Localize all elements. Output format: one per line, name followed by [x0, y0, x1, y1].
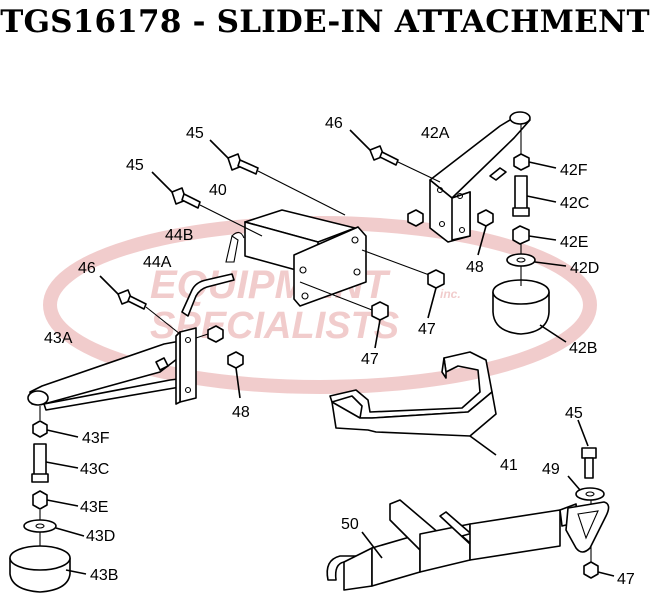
part-41-strap	[329, 351, 497, 456]
label-46-left: 46	[78, 260, 96, 277]
label-42d: 42D	[570, 260, 599, 277]
part-49-washer	[567, 475, 605, 501]
part-47-nut-a	[427, 269, 445, 289]
part-45-bolt-upper	[209, 139, 346, 216]
label-41: 41	[500, 457, 518, 474]
part-45-bolt-right	[577, 419, 597, 479]
labels: 45 45 46 46 40 44B 44A 42A 42F 42C 42E 4…	[44, 115, 635, 588]
label-43f: 43F	[82, 430, 110, 447]
label-47-b: 47	[361, 351, 379, 368]
label-42e: 42E	[560, 234, 588, 251]
page-title: TGS16178 - SLIDE-IN ATTACHMENT	[0, 4, 650, 40]
label-45-left: 45	[126, 157, 144, 174]
label-42a: 42A	[421, 125, 450, 142]
label-48-upper: 48	[466, 259, 484, 276]
label-40: 40	[209, 182, 227, 199]
label-50: 50	[341, 516, 359, 533]
label-42f: 42F	[560, 162, 588, 179]
part-50-ratchet-strap	[326, 499, 610, 591]
label-43e: 43E	[80, 499, 108, 516]
label-48-lower: 48	[232, 404, 250, 421]
label-43d: 43D	[86, 528, 115, 545]
label-46-upper: 46	[325, 115, 343, 132]
label-44b: 44B	[165, 227, 193, 244]
part-45-bolt-left	[151, 171, 263, 237]
part-42-stack	[492, 124, 567, 343]
part-46-bolt-left	[99, 275, 181, 335]
part-46-bolt-upper	[349, 129, 441, 183]
label-45-right: 45	[565, 405, 583, 422]
part-44a-pin	[181, 273, 235, 317]
part-40-mount-plate	[244, 209, 367, 307]
label-42c: 42C	[560, 195, 589, 212]
part-48-nut-upper	[407, 209, 494, 256]
part-47-nut-b	[371, 301, 389, 321]
label-43a: 43A	[44, 330, 73, 347]
label-44a: 44A	[143, 254, 172, 271]
part-44b-clip	[225, 231, 245, 263]
part-48-nut-lower	[195, 325, 244, 399]
part-43-stack	[9, 406, 87, 593]
label-43c: 43C	[80, 461, 109, 478]
part-42a-bracket	[429, 111, 531, 243]
label-49: 49	[542, 461, 560, 478]
label-47-a: 47	[418, 321, 436, 338]
watermark-suffix: inc.	[440, 287, 461, 301]
part-43a-bracket	[27, 327, 197, 411]
label-42b: 42B	[569, 340, 597, 357]
label-45-upper: 45	[186, 125, 204, 142]
label-43b: 43B	[90, 567, 118, 584]
label-47-c: 47	[617, 571, 635, 588]
